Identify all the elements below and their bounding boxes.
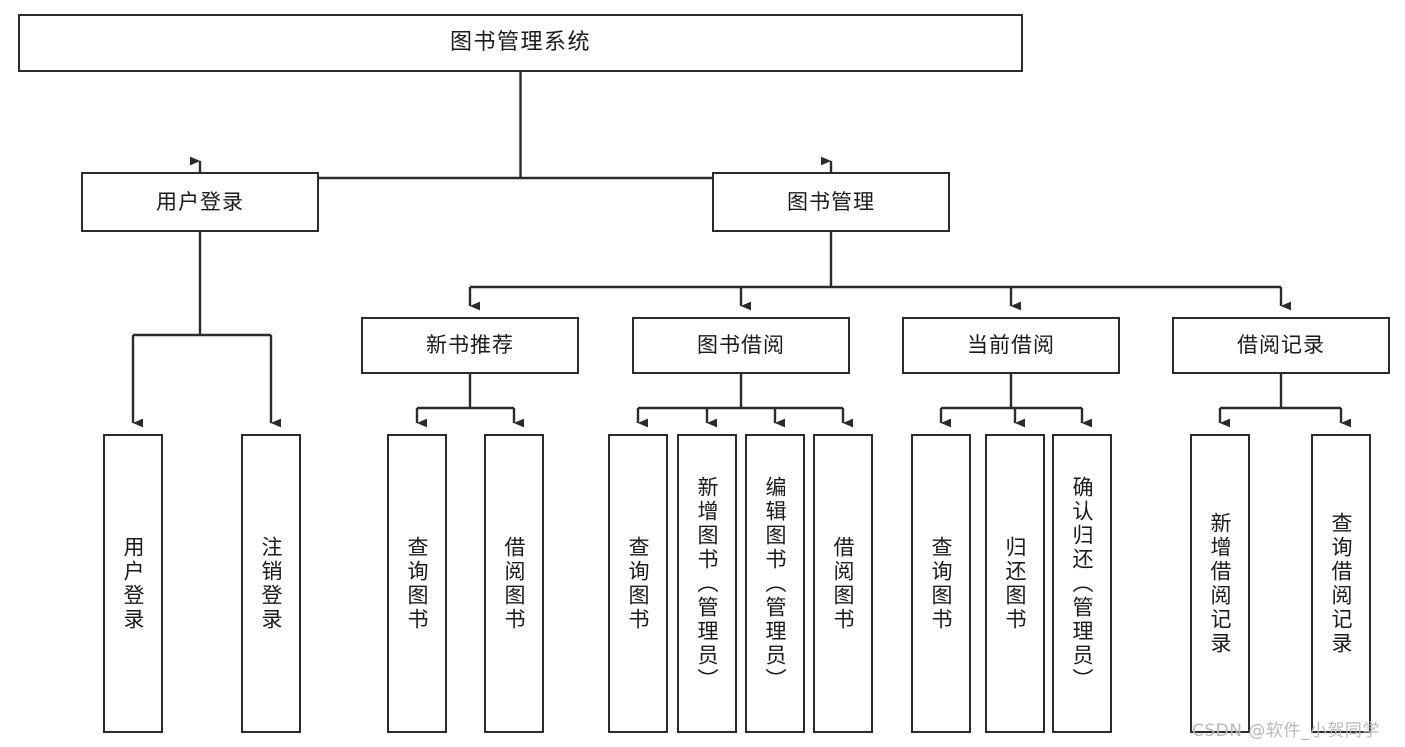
node-leaf-query-book-2-label: 查询图书	[626, 535, 651, 632]
node-leaf-query-record[interactable]: 查询借阅记录	[1311, 434, 1371, 733]
node-leaf-query-book-1[interactable]: 查询图书	[387, 434, 447, 733]
node-leaf-return-book-label: 归还图书	[1003, 535, 1028, 632]
node-leaf-logout-label: 注销登录	[259, 535, 284, 632]
node-leaf-edit-book[interactable]: 编辑图书（管理员）	[745, 434, 805, 733]
node-leaf-query-book-1-label: 查询图书	[405, 535, 430, 632]
node-borrow-record-label: 借阅记录	[1237, 333, 1325, 358]
node-book-borrow-label: 图书借阅	[697, 333, 785, 358]
node-leaf-add-book-label: 新增图书（管理员）	[695, 475, 720, 692]
node-leaf-edit-book-label: 编辑图书（管理员）	[763, 475, 788, 692]
node-leaf-user-login[interactable]: 用户登录	[103, 434, 163, 733]
node-user-login-label: 用户登录	[156, 189, 244, 214]
node-leaf-user-login-label: 用户登录	[121, 535, 146, 632]
node-new-book-recommend-label: 新书推荐	[426, 333, 514, 358]
node-root-label: 图书管理系统	[449, 30, 591, 56]
node-borrow-record[interactable]: 借阅记录	[1172, 317, 1390, 374]
node-current-borrow-label: 当前借阅	[967, 333, 1055, 358]
node-user-login[interactable]: 用户登录	[81, 172, 319, 232]
node-leaf-query-book-2[interactable]: 查询图书	[608, 434, 668, 733]
node-leaf-confirm-return[interactable]: 确认归还（管理员）	[1052, 434, 1112, 733]
node-leaf-query-book-3[interactable]: 查询图书	[911, 434, 971, 733]
node-current-borrow[interactable]: 当前借阅	[902, 317, 1120, 374]
node-leaf-borrow-book-2-label: 借阅图书	[831, 535, 856, 632]
node-book-borrow[interactable]: 图书借阅	[632, 317, 850, 374]
node-leaf-borrow-book-1-label: 借阅图书	[502, 535, 527, 632]
node-leaf-add-record-label: 新增借阅记录	[1208, 511, 1233, 656]
node-leaf-confirm-return-label: 确认归还（管理员）	[1070, 475, 1095, 692]
node-leaf-logout[interactable]: 注销登录	[241, 434, 301, 733]
node-root[interactable]: 图书管理系统	[18, 14, 1023, 72]
node-leaf-return-book[interactable]: 归还图书	[985, 434, 1045, 733]
node-leaf-borrow-book-2[interactable]: 借阅图书	[813, 434, 873, 733]
node-leaf-add-book[interactable]: 新增图书（管理员）	[677, 434, 737, 733]
node-new-book-recommend[interactable]: 新书推荐	[361, 317, 579, 374]
node-leaf-borrow-book-1[interactable]: 借阅图书	[484, 434, 544, 733]
node-book-manage-label: 图书管理	[787, 189, 875, 214]
csdn-watermark: CSDN @软件_小贺同学	[1192, 721, 1380, 741]
node-book-manage[interactable]: 图书管理	[712, 172, 950, 232]
node-leaf-add-record[interactable]: 新增借阅记录	[1190, 434, 1250, 733]
node-leaf-query-record-label: 查询借阅记录	[1329, 511, 1354, 656]
node-leaf-query-book-3-label: 查询图书	[929, 535, 954, 632]
